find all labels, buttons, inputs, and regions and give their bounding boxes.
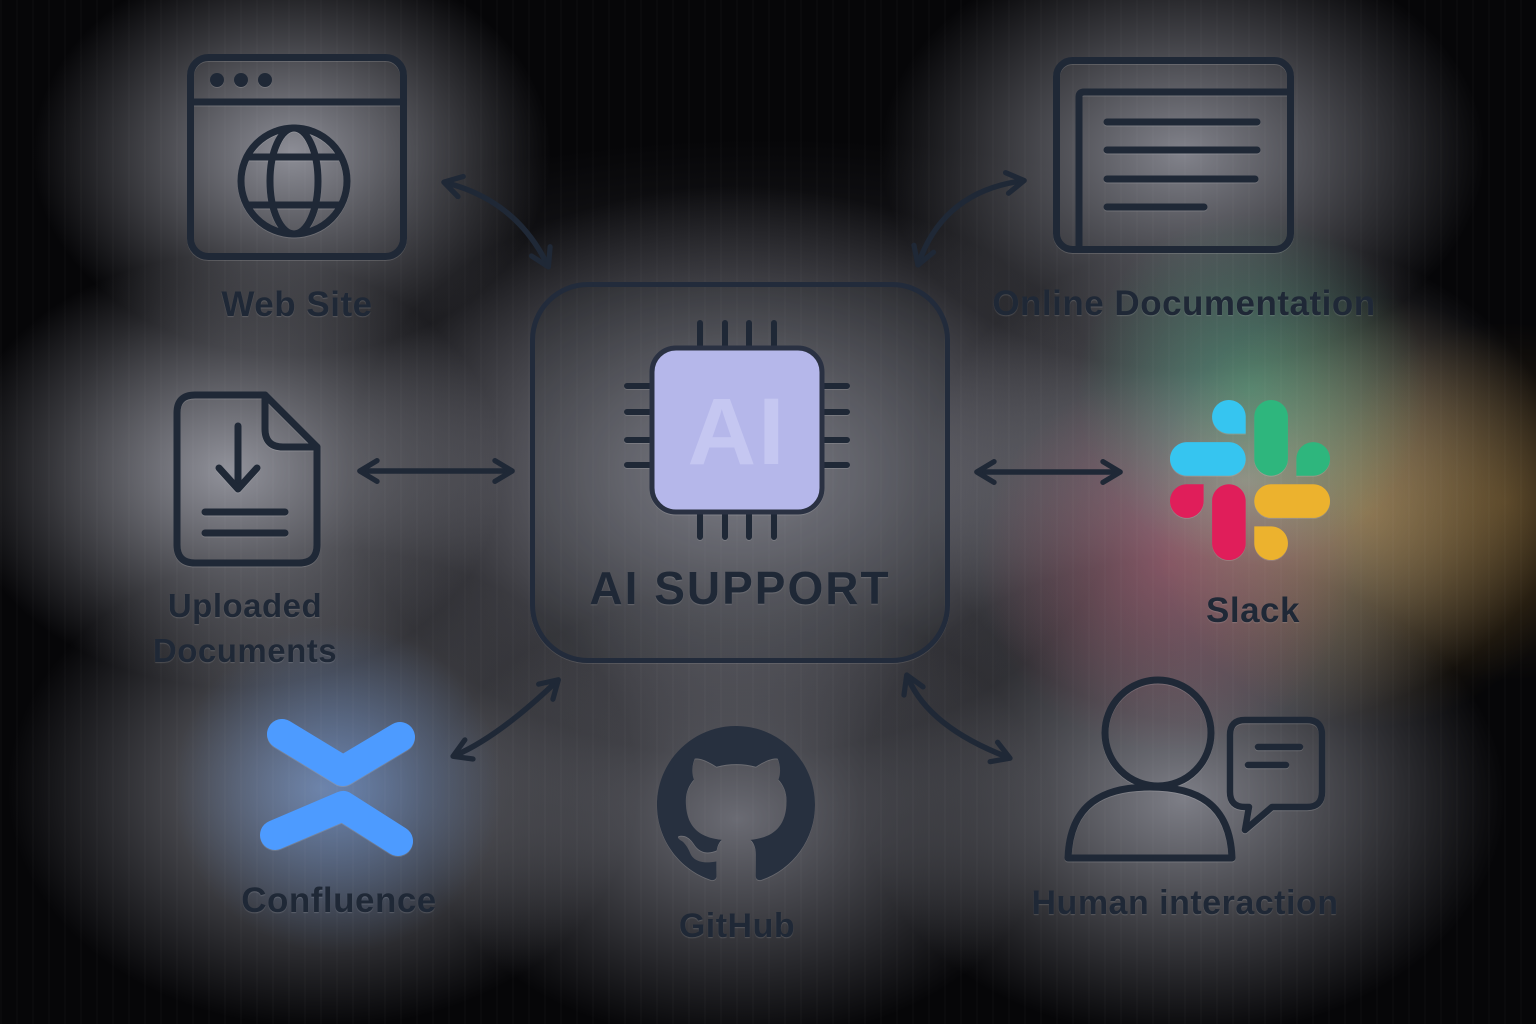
confluence-label: Confluence <box>241 881 437 920</box>
slack-logo <box>1170 400 1330 560</box>
chip-pins <box>624 320 850 540</box>
github-label: GitHub <box>678 907 796 945</box>
ai-support-label: AI SUPPORT <box>589 562 891 614</box>
web-site-label: Web Site <box>221 285 373 324</box>
online-documentation-label: Online Documentation <box>992 284 1376 323</box>
ai-chip-icon <box>624 320 850 540</box>
arrow-online-documentation <box>911 170 1027 268</box>
chip-ai-glyph: AI <box>687 378 787 485</box>
person-chat-icon <box>1064 676 1326 862</box>
github-logo <box>657 726 815 881</box>
confluence-logo <box>260 719 415 856</box>
arrow-web-site <box>441 173 553 270</box>
browser-dots <box>210 73 272 87</box>
human-interaction-label: Human interaction <box>1031 884 1339 922</box>
browser-globe-icon <box>187 54 407 260</box>
chip-body <box>649 345 825 515</box>
arrow-confluence <box>450 677 561 762</box>
slack-label: Slack <box>1206 591 1300 630</box>
uploaded-documents-label: Uploaded Documents <box>152 587 338 669</box>
file-download-icon <box>173 391 321 567</box>
document-lines-icon <box>1053 57 1294 253</box>
arrow-human-interaction <box>901 672 1013 765</box>
